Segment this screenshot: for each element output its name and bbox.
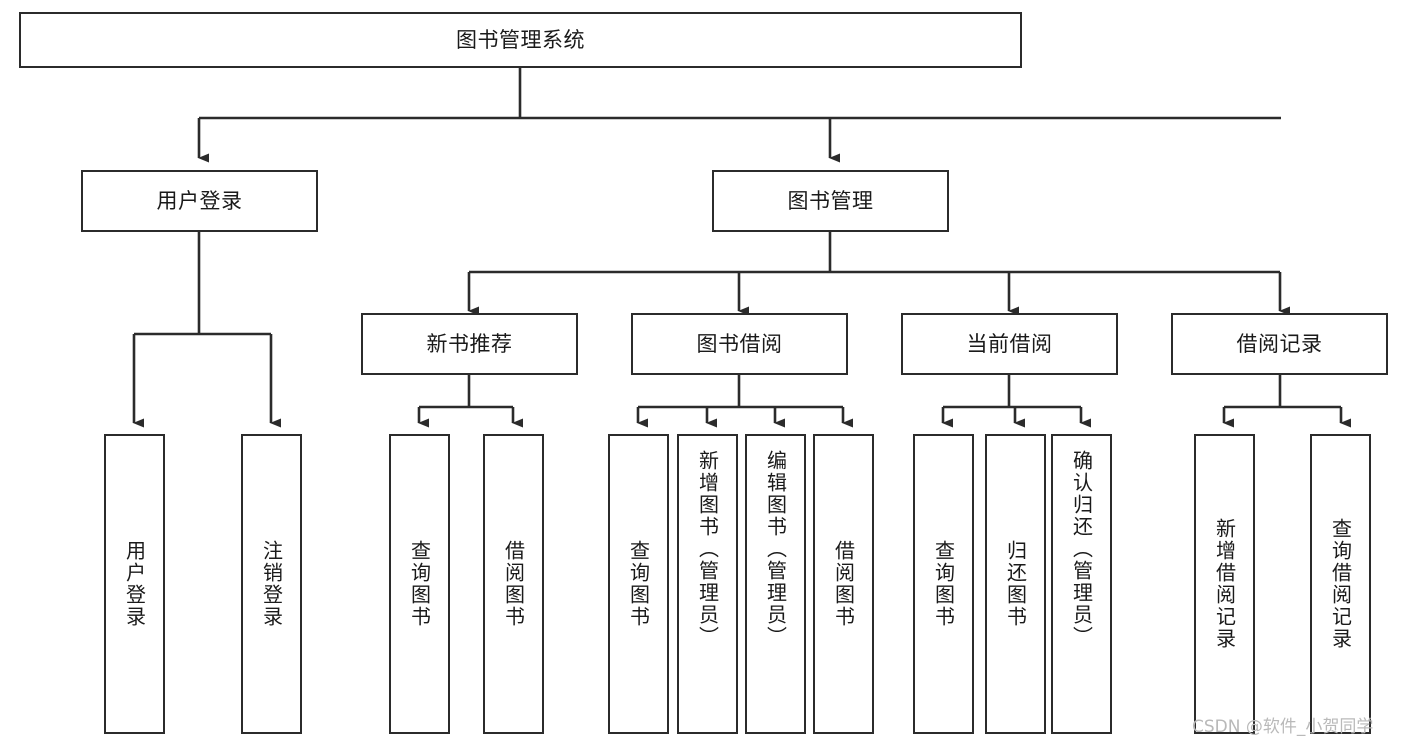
node-leaf-return-book[interactable]: 归还图书 (985, 434, 1046, 734)
node-leaf-query-book-2[interactable]: 查询图书 (608, 434, 669, 734)
node-leaf-query-book-2-label: 查询图书 (626, 540, 651, 628)
node-user-login[interactable]: 用户登录 (81, 170, 318, 232)
watermark-text: CSDN @软件_小贺同学 (1192, 717, 1374, 737)
node-leaf-logout-login[interactable]: 注销登录 (241, 434, 302, 734)
node-leaf-query-book-1[interactable]: 查询图书 (389, 434, 450, 734)
node-current-borrow-label: 当前借阅 (966, 331, 1053, 356)
node-borrow-record[interactable]: 借阅记录 (1171, 313, 1388, 375)
node-book-manage[interactable]: 图书管理 (712, 170, 949, 232)
node-leaf-borrow-book-1-label: 借阅图书 (501, 540, 526, 628)
node-book-borrow-label: 图书借阅 (696, 331, 783, 356)
node-leaf-borrow-book-1[interactable]: 借阅图书 (483, 434, 544, 734)
node-leaf-confirm-return[interactable]: 确认归还（管理员） (1051, 434, 1112, 734)
node-leaf-logout-login-label: 注销登录 (259, 540, 284, 628)
node-borrow-record-label: 借阅记录 (1236, 331, 1323, 356)
node-book-borrow[interactable]: 图书借阅 (631, 313, 848, 375)
node-leaf-add-borrow-record[interactable]: 新增借阅记录 (1194, 434, 1255, 734)
node-leaf-query-book-1-label: 查询图书 (407, 540, 432, 628)
node-new-book-rec-label: 新书推荐 (426, 331, 513, 356)
node-leaf-add-book[interactable]: 新增图书（管理员） (677, 434, 738, 734)
node-leaf-query-borrow-record[interactable]: 查询借阅记录 (1310, 434, 1371, 734)
node-user-login-label: 用户登录 (156, 188, 243, 213)
node-leaf-user-login-label: 用户登录 (122, 540, 147, 628)
node-leaf-query-book-3[interactable]: 查询图书 (913, 434, 974, 734)
node-leaf-query-borrow-record-label: 查询借阅记录 (1328, 518, 1353, 650)
node-book-manage-label: 图书管理 (787, 188, 874, 213)
node-leaf-add-borrow-record-label: 新增借阅记录 (1212, 518, 1237, 650)
node-current-borrow[interactable]: 当前借阅 (901, 313, 1118, 375)
node-leaf-borrow-book-2[interactable]: 借阅图书 (813, 434, 874, 734)
node-leaf-add-book-label: 新增图书（管理员） (695, 450, 720, 648)
node-leaf-query-book-3-label: 查询图书 (931, 540, 956, 628)
node-leaf-return-book-label: 归还图书 (1003, 540, 1028, 628)
node-leaf-borrow-book-2-label: 借阅图书 (831, 540, 856, 628)
node-leaf-confirm-return-label: 确认归还（管理员） (1069, 450, 1094, 648)
node-root-system[interactable]: 图书管理系统 (19, 12, 1022, 68)
node-leaf-edit-book-label: 编辑图书（管理员） (763, 450, 788, 648)
node-leaf-edit-book[interactable]: 编辑图书（管理员） (745, 434, 806, 734)
node-leaf-user-login[interactable]: 用户登录 (104, 434, 165, 734)
node-new-book-rec[interactable]: 新书推荐 (361, 313, 578, 375)
node-root-label: 图书管理系统 (456, 27, 585, 52)
